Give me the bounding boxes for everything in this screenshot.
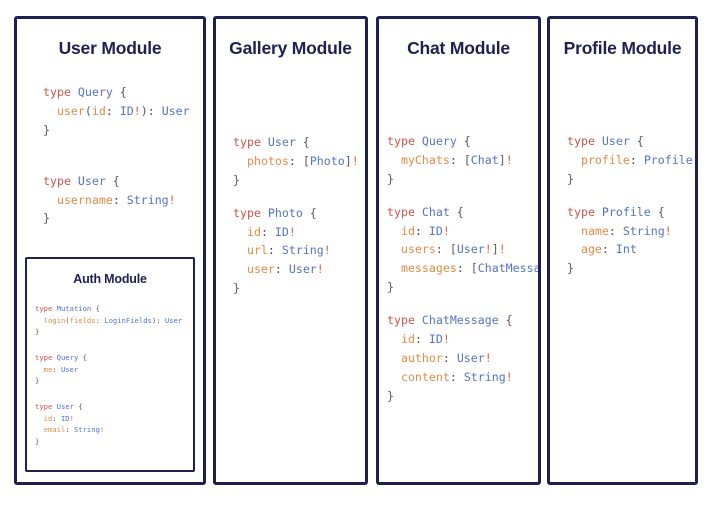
card-profile-module[interactable]: Profile Module type User { profile: Prof… [547,16,698,485]
code-block-chat-module: type Query { myChats: [Chat]! } type Cha… [387,132,538,406]
card-title-chat-module: Chat Module [407,38,510,58]
code-block-user-module: type Query { user(id: ID!): User } type … [43,83,203,228]
card-user-module[interactable]: User Module type Query { user(id: ID!): … [14,16,206,485]
card-title-profile-module: Profile Module [563,38,682,58]
schema-block: type User { profile: Profile! } [567,134,695,186]
code-block-auth-module: type Mutation { login(fields: LoginField… [35,303,193,448]
schema-block: type ChatMessage { id: ID! author: User!… [387,313,513,403]
card-title-user-module: User Module [58,38,162,58]
schema-block: type User { id: ID! email: String! } [35,401,105,446]
card-title-auth-module: Auth Module [73,272,147,286]
card-chat-module[interactable]: Chat Module type Query { myChats: [Chat]… [376,16,541,485]
card-title-gallery-module: Gallery Module [229,38,352,58]
schema-block: type Query { user(id: ID!): User } [43,85,190,137]
card-auth-module[interactable]: Auth Module type Mutation { login(fields… [25,257,195,472]
code-block-gallery-module: type User { photos: [Photo]! } type Phot… [233,133,365,298]
card-gallery-module[interactable]: Gallery Module type User { photos: [Phot… [213,16,368,485]
schema-block: type User { username: String! } [43,173,176,226]
code-block-profile-module: type User { profile: Profile! } type Pro… [567,132,695,278]
schema-block: type Mutation { login(fields: LoginField… [35,304,183,337]
schema-block: type Chat { id: ID! users: [User!]! mess… [387,204,541,295]
schema-block: type User { photos: [Photo]! } [233,135,359,187]
schema-block: type Profile { name: String! age: Int } [567,204,672,276]
schema-block: type Photo { id: ID! url: String! user: … [233,205,331,296]
schema-block: type Query { myChats: [Chat]! } [387,134,513,186]
schema-block: type Query { me: User } [35,352,87,386]
